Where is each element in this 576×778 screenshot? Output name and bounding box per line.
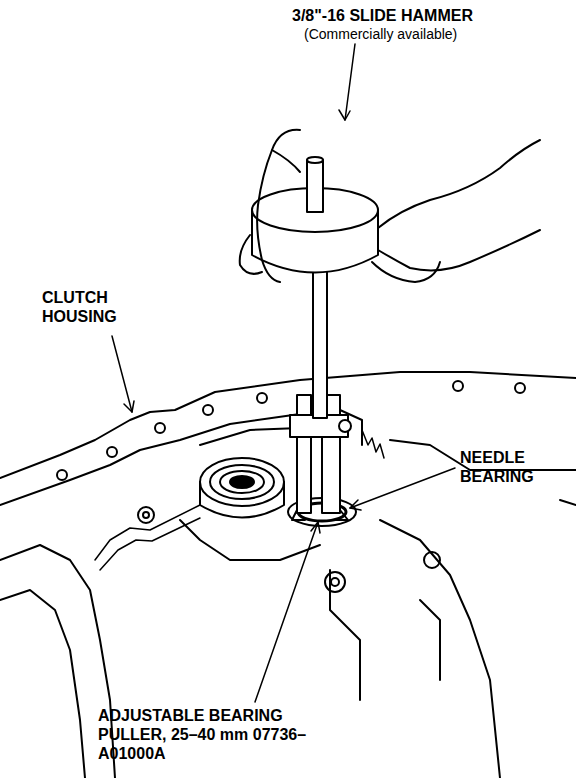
part-name: NEEDLE BEARING <box>460 448 570 486</box>
part-name: CLUTCH HOUSING <box>42 288 142 326</box>
part-name: ADJUSTABLE BEARING PULLER, 25–40 mm 0773… <box>98 706 338 763</box>
part-name: 3/8"-16 SLIDE HAMMER <box>292 6 562 25</box>
note: (Commercially available) <box>304 26 554 43</box>
